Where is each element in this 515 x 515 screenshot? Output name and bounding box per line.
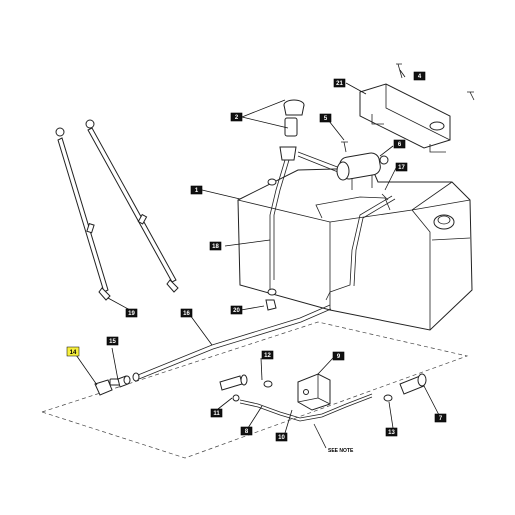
callout-4-label: 4 [418, 74, 422, 80]
see-note-text: SEE NOTE [328, 448, 354, 454]
callout-2: 2 [230, 112, 243, 122]
callout-11-label: 11 [213, 411, 220, 417]
callout-13-label: 13 [388, 430, 395, 436]
callout-18: 18 [209, 241, 222, 251]
fuel-line [132, 304, 332, 382]
hardware-bolts [341, 63, 475, 201]
callout-14-label: 14 [70, 350, 77, 356]
callout-12-label: 12 [264, 353, 271, 359]
callout-1: 1 [190, 185, 203, 195]
callout-4: 4 [413, 71, 426, 81]
callout-21-label: 21 [336, 81, 343, 87]
callout-20: 20 [230, 305, 243, 315]
callout-15-label: 15 [109, 339, 116, 345]
leader-lines [73, 69, 441, 434]
callout-19-label: 19 [128, 311, 135, 317]
fuel-tank [237, 167, 473, 331]
callout-8-label: 8 [245, 429, 249, 435]
support-rods [55, 119, 179, 301]
sender-wiring [325, 195, 396, 301]
right-fittings [383, 373, 427, 402]
pickup-tube [265, 280, 277, 311]
callout-10: 10 [275, 432, 288, 442]
callout-20-label: 20 [233, 308, 240, 314]
callout-13: 13 [385, 427, 398, 437]
valve-bracket [297, 373, 331, 433]
callout-21: 21 [333, 78, 346, 88]
fuel-pump [336, 152, 389, 190]
callout-8: 8 [240, 426, 253, 436]
callout-7: 7 [434, 413, 447, 423]
callout-14: 14 [66, 346, 80, 357]
fill-neck-assembly [267, 99, 305, 280]
shutoff-valve [94, 375, 131, 396]
callout-6-label: 6 [398, 142, 402, 148]
callout-1-label: 1 [195, 188, 199, 194]
see-note-callout: SEE NOTE [317, 431, 354, 454]
mounting-bracket [359, 83, 451, 153]
callout-9: 9 [332, 351, 345, 361]
callout-16: 16 [180, 308, 193, 318]
callout-12: 12 [261, 350, 274, 360]
callout-5-label: 5 [324, 116, 328, 122]
callout-17-label: 17 [398, 165, 405, 171]
callout-9-label: 9 [337, 354, 341, 360]
callout-17: 17 [395, 162, 408, 172]
vent-hose [297, 151, 341, 173]
callout-10-label: 10 [278, 435, 285, 441]
dashed-floor-outline [40, 321, 469, 459]
callout-16-label: 16 [183, 311, 190, 317]
callout-11: 11 [210, 408, 223, 418]
callout-6: 6 [393, 139, 406, 149]
callout-15: 15 [106, 336, 119, 346]
callout-18-label: 18 [212, 244, 219, 250]
callout-7-label: 7 [439, 416, 443, 422]
callout-2-label: 2 [235, 115, 239, 121]
callout-19: 19 [125, 308, 138, 318]
callout-5: 5 [319, 113, 332, 123]
hose-fittings [219, 374, 373, 422]
